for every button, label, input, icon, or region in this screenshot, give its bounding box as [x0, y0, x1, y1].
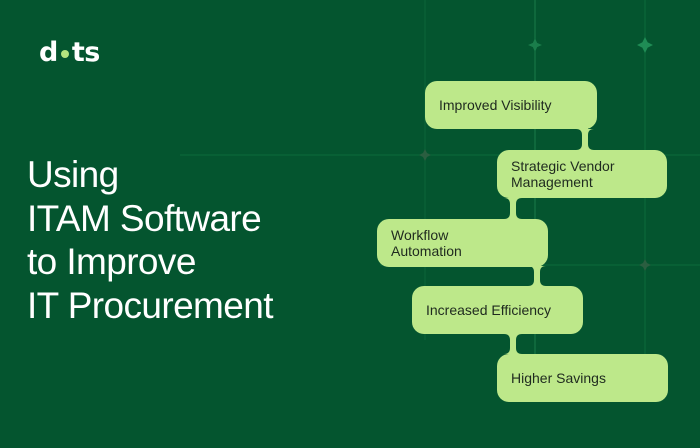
flow-node-increased-efficiency: Increased Efficiency: [412, 286, 583, 334]
node-label: Improved Visibility: [439, 97, 552, 113]
node-label: Increased Efficiency: [426, 302, 552, 318]
flow-node-improved-visibility: Improved Visibility: [425, 81, 597, 129]
flow-connector: [510, 331, 516, 358]
flow-node-workflow-automation: Workflow Automation: [377, 219, 548, 267]
node-label: Workflow: [391, 227, 449, 243]
title-line: ITAM Software: [27, 197, 262, 239]
node-label: Strategic Vendor: [511, 158, 615, 174]
logo-dot-icon: [60, 50, 69, 58]
sparkle-icon: [639, 259, 651, 271]
flow-connector: [582, 126, 588, 154]
flow-connector: [534, 263, 540, 290]
sparkle-icon: [419, 149, 431, 161]
sparkle-icon: [528, 38, 542, 52]
title-line: Using: [27, 154, 119, 195]
logo-text-d: d: [39, 36, 58, 68]
flow-node-strategic-vendor-management: Strategic Vendor Management: [497, 150, 667, 198]
page-title: Using ITAM Software to Improve IT Procur…: [27, 153, 274, 327]
sparkle-icon: [637, 37, 653, 53]
node-label: Management: [511, 174, 593, 190]
node-label: Automation: [391, 243, 462, 259]
node-label: Higher Savings: [511, 370, 606, 386]
title-line: to Improve: [27, 241, 196, 282]
title-line: IT Procurement: [27, 284, 274, 326]
logo-text-ts: ts: [71, 36, 100, 68]
dots-logo: d ts: [39, 36, 100, 68]
flow-node-higher-savings: Higher Savings: [497, 354, 668, 402]
flow-connector: [510, 195, 516, 223]
